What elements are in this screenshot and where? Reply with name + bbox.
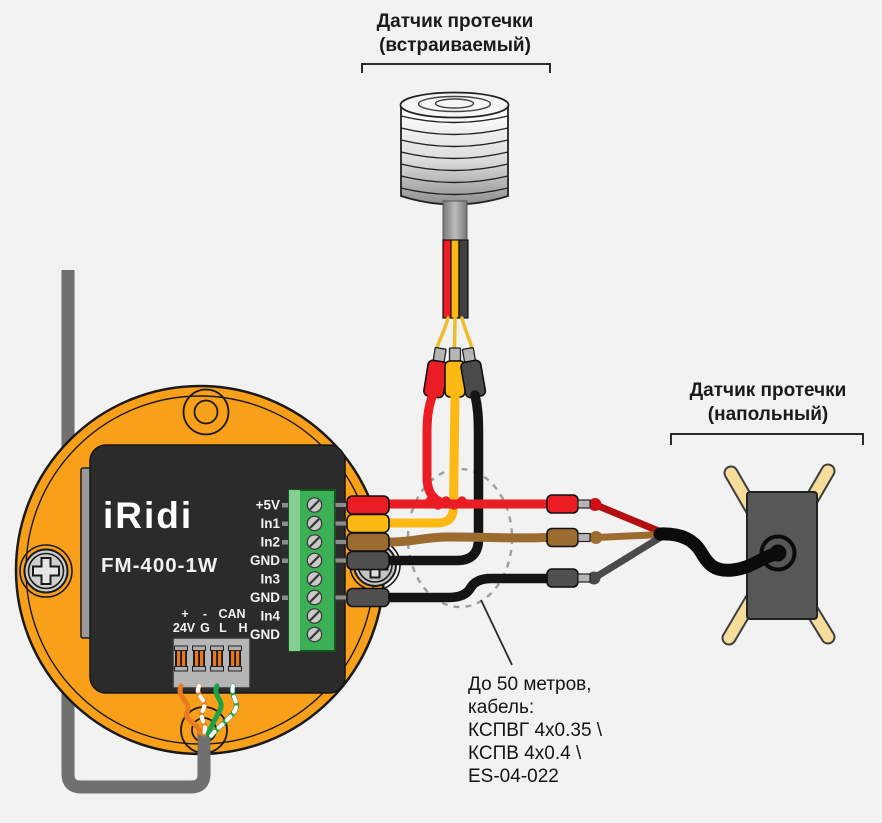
ferrule-yellow-lead — [444, 347, 466, 398]
brown-in2-wire — [386, 532, 552, 547]
ferrule-gnd2 — [346, 587, 390, 608]
note-line: КСПВГ 4x0.35 \ — [468, 720, 603, 741]
terminal-label: GND — [250, 590, 280, 605]
note-pointer-line — [480, 599, 513, 666]
power-label-l: L — [219, 621, 227, 635]
ferrule-gnd1 — [346, 550, 390, 571]
terminal-label: GND — [250, 553, 280, 568]
ferrule-gray-right — [546, 568, 591, 588]
embedded-sensor-caption: Датчик протечки (встраиваемый) — [377, 11, 534, 56]
power-label-g: G — [200, 621, 210, 635]
terminal-label: In1 — [260, 516, 280, 531]
bracket-embedded-sensor — [361, 63, 551, 73]
red-5v-wires — [386, 389, 552, 510]
floor-sensor-cable — [653, 527, 784, 577]
terminal-block — [282, 489, 336, 652]
embedded-leak-sensor — [399, 91, 510, 399]
splice-squiggle — [423, 496, 469, 510]
caption-line: Датчик протечки — [377, 11, 534, 32]
note-line: До 50 метров, — [468, 674, 592, 695]
terminal-screws — [306, 497, 323, 643]
power-connector-labels: + - CAN 24V G L H — [173, 607, 248, 635]
terminal-labels: +5V In1 In2 GND In3 GND In4 GND — [250, 498, 280, 643]
brand-logo: iRidi — [103, 495, 193, 536]
note-line: кабель: — [468, 697, 534, 718]
ferrule-in1 — [346, 513, 390, 534]
power-connector-slots — [174, 645, 242, 672]
caption-line: (напольный) — [708, 404, 828, 425]
sensor-lead-bundle — [442, 239, 469, 319]
model-label: FM-400-1W — [101, 554, 218, 577]
ferrule-5v — [346, 495, 390, 515]
terminal-label: GND — [250, 627, 280, 642]
terminal-ferrules — [334, 495, 390, 608]
cable-grommet — [759, 534, 797, 572]
terminal-label: In2 — [260, 535, 280, 550]
fm-400-device: iRidi FM-400-1W +5V In1 In2 GND In3 GND … — [14, 384, 401, 776]
power-label-h: H — [238, 621, 247, 635]
wire-runs — [386, 389, 552, 603]
phillips-screw-left-icon — [19, 544, 73, 598]
sensor-cable-stem — [442, 200, 468, 246]
power-label-can: CAN — [218, 607, 245, 621]
floor-sensor-pigtails — [546, 494, 797, 588]
mounting-hole-top — [182, 388, 230, 436]
terminal-label: In4 — [260, 609, 280, 624]
caption-line: Датчик протечки — [690, 380, 847, 401]
floor-leak-sensor — [721, 463, 836, 646]
terminal-label: +5V — [256, 498, 280, 513]
note-line: ES-04-022 — [468, 766, 559, 787]
note-line: КСПВ 4x0.4 \ — [468, 743, 582, 764]
floor-sensor-caption: Датчик протечки (напольный) — [690, 380, 847, 425]
ferrule-black-lead — [460, 347, 487, 399]
power-label-24v: 24V — [173, 621, 196, 635]
bracket-floor-sensor — [670, 433, 864, 445]
wall-cable-conduit — [61, 270, 211, 794]
ferrule-brown-right — [546, 527, 591, 548]
power-label-plus: + — [181, 607, 188, 621]
caption-line: (встраиваемый) — [379, 35, 531, 56]
ferrule-in2 — [346, 532, 390, 552]
stripped-conductors — [435, 316, 474, 350]
power-connector — [172, 637, 251, 689]
cable-note: До 50 метров, кабель: КСПВГ 4x0.35 \ КСП… — [468, 674, 603, 787]
power-label-minus: - — [203, 607, 207, 621]
terminal-label: In3 — [260, 572, 280, 587]
twisted-pair-wires — [177, 683, 239, 739]
sensor-cylinder-ridges — [400, 115, 509, 196]
ferrule-red-right — [546, 494, 591, 514]
